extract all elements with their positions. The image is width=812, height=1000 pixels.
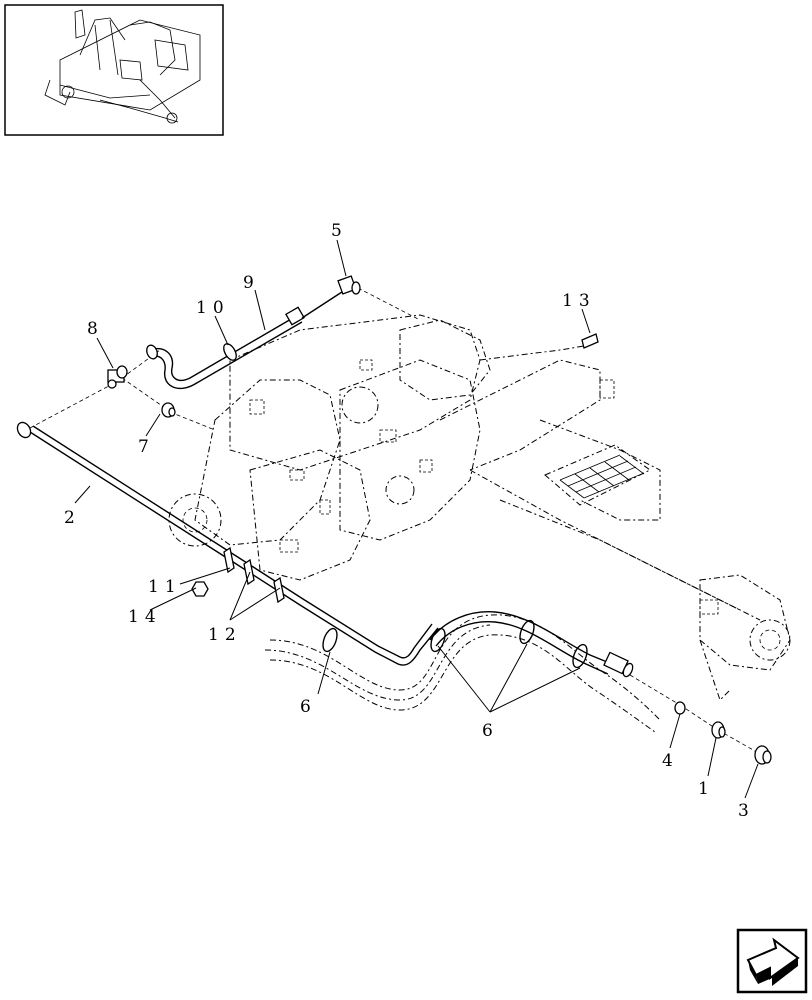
fitting-part-4[interactable] — [674, 701, 686, 715]
callout-4: 4 — [662, 751, 679, 771]
machine-overview-thumbnail[interactable] — [4, 4, 224, 136]
callout-11: 11 — [148, 577, 182, 597]
machine-frame-phantom — [29, 287, 791, 756]
callout-6-left: 6 — [300, 697, 317, 717]
callout-3: 3 — [738, 801, 755, 821]
hose-sleeve-part-10[interactable] — [221, 342, 239, 363]
leader-lines — [74, 239, 759, 799]
callout-2: 2 — [64, 508, 81, 528]
callout-10: 10 — [196, 298, 230, 318]
adapter-part-1[interactable] — [711, 721, 726, 739]
callout-6-right: 6 — [482, 721, 499, 741]
fitting-part-7[interactable] — [161, 402, 176, 418]
tube-part-2[interactable] — [15, 420, 439, 666]
callout-1: 1 — [698, 779, 715, 799]
elbow-fitting-part-5[interactable] — [337, 275, 361, 295]
callout-12: 12 — [208, 625, 242, 645]
nut-part-14[interactable] — [191, 581, 209, 597]
callout-14: 14 — [128, 607, 162, 627]
callout-5: 5 — [331, 221, 348, 241]
bolt-part-13[interactable] — [581, 333, 599, 349]
callout-labels: 8 7 2 5 9 10 13 11 12 14 6 6 4 1 3 — [64, 221, 755, 821]
hose-bundle-part-6[interactable] — [320, 611, 634, 678]
callout-9: 9 — [243, 273, 260, 293]
hose-part-9[interactable] — [145, 289, 346, 389]
callout-7: 7 — [138, 437, 155, 457]
next-page-arrow-icon[interactable] — [736, 928, 808, 994]
tee-fitting-part-8[interactable] — [107, 365, 128, 389]
callout-8: 8 — [87, 319, 104, 339]
callout-13: 13 — [562, 291, 596, 311]
tube-clamps-part-12[interactable] — [223, 546, 285, 604]
cap-part-3[interactable] — [754, 745, 772, 765]
